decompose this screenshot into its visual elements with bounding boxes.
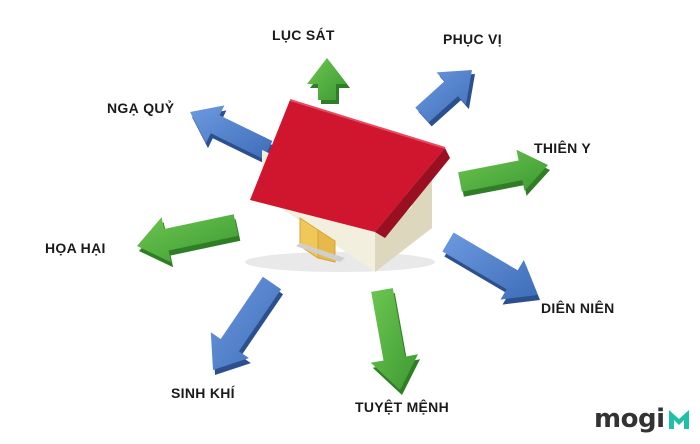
logo-text: mogi — [594, 404, 665, 434]
label-hoa-hai: HỌA HẠI — [45, 240, 106, 256]
dien-nien-arrow — [442, 232, 540, 305]
hoa-hai-arrow — [137, 214, 241, 268]
phuc_vi-arrow-face — [415, 70, 472, 123]
label-phuc-vi: PHỤC VỊ — [443, 31, 502, 47]
label-luc-sat: LỤC SÁT — [272, 27, 335, 43]
sinh-khi-arrow — [210, 276, 284, 375]
label-tuyet-menh: TUYỆT MỆNH — [355, 399, 449, 415]
luc_sat-arrow-face — [307, 58, 347, 100]
nga_quy-arrow-face — [190, 105, 273, 159]
luc-sat-arrow — [307, 58, 350, 104]
dien_nien-arrow-face — [442, 232, 538, 300]
m-logo-icon — [669, 410, 690, 429]
thien_y-arrow-face — [458, 149, 548, 192]
thien-y-arrow — [458, 149, 550, 197]
label-sinh-khi: SINH KHÍ — [171, 385, 235, 401]
tuyet_menh-arrow-face — [370, 288, 418, 390]
mogi-logo: mogi — [594, 404, 691, 434]
label-dien-nien: DIÊN NIÊN — [541, 300, 615, 316]
hoa_hai-arrow-face — [137, 214, 239, 263]
nga-quy-arrow — [190, 105, 275, 164]
phuc-vi-arrow — [415, 70, 475, 127]
tuyet-menh-arrow — [370, 288, 420, 395]
label-thien-y: THIÊN Y — [534, 140, 592, 156]
sinh_khi-arrow-face — [210, 276, 282, 370]
house-icon — [245, 99, 450, 272]
label-nga-quy: NGẠ QUỶ — [107, 100, 175, 116]
